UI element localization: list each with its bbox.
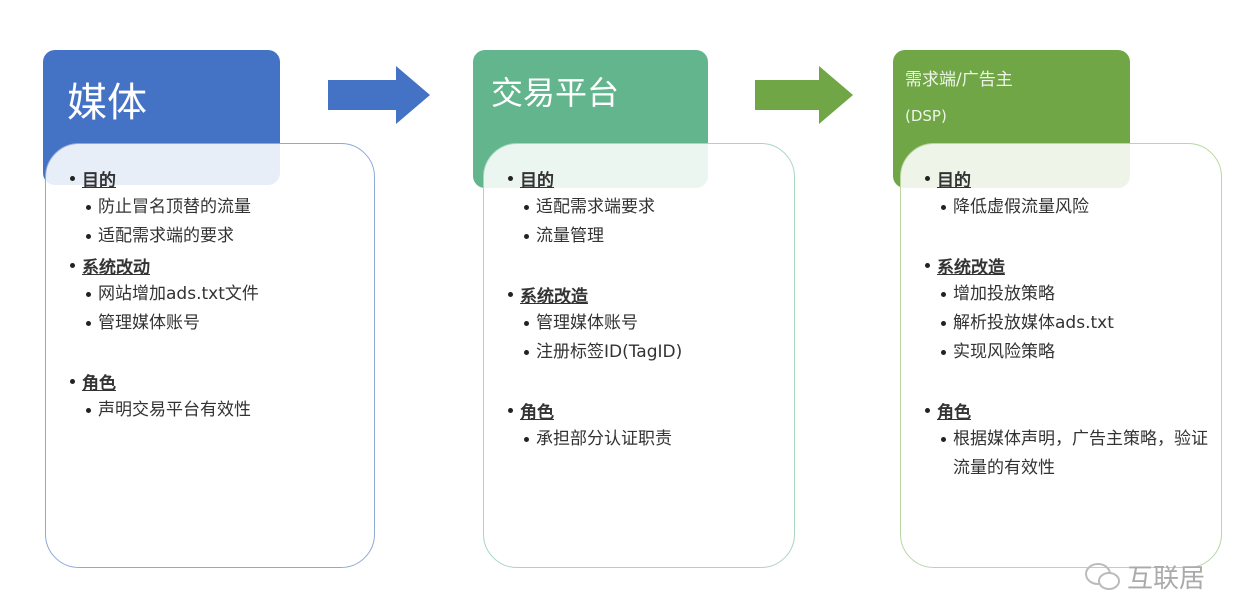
arrow-right-icon bbox=[755, 66, 853, 124]
list-item: 适配需求端的要求 bbox=[70, 222, 374, 251]
list-item: 承担部分认证职责 bbox=[508, 425, 794, 454]
list-item: 管理媒体账号 bbox=[508, 309, 794, 338]
section-heading: 角色 bbox=[937, 403, 971, 423]
section-heading: 目的 bbox=[520, 171, 554, 191]
list-item: 防止冒名顶替的流量 bbox=[70, 193, 374, 222]
list-item: 降低虚假流量风险 bbox=[925, 193, 1221, 222]
list-item: 注册标签ID(TagID) bbox=[508, 338, 794, 367]
media-title: 媒体 bbox=[67, 80, 147, 126]
list-item: 实现风险策略 bbox=[925, 338, 1221, 367]
arrow-right-icon bbox=[328, 66, 430, 124]
section-heading: 系统改造 bbox=[937, 258, 1005, 278]
exchange-title: 交易平台 bbox=[491, 74, 620, 112]
list-item: 管理媒体账号 bbox=[70, 309, 374, 338]
list-item: 增加投放策略 bbox=[925, 280, 1221, 309]
exchange-card: 目的 适配需求端要求 流量管理 系统改造 管理媒体账号 注册标签ID(TagID… bbox=[483, 143, 795, 568]
section-heading: 角色 bbox=[82, 374, 116, 394]
list-item: 网站增加ads.txt文件 bbox=[70, 280, 374, 309]
section-heading: 系统改动 bbox=[82, 258, 150, 278]
list-item: 声明交易平台有效性 bbox=[70, 396, 374, 425]
section-heading: 目的 bbox=[937, 171, 971, 191]
list-item: 根据媒体声明，广告主策略，验证流量的有效性 bbox=[925, 425, 1221, 483]
list-item: 流量管理 bbox=[508, 222, 794, 251]
dsp-title: 需求端/广告主 bbox=[905, 70, 1013, 90]
list-item: 适配需求端要求 bbox=[508, 193, 794, 222]
media-card: 目的 防止冒名顶替的流量 适配需求端的要求 系统改动 网站增加ads.txt文件… bbox=[45, 143, 375, 568]
watermark: 互联居 bbox=[1085, 558, 1205, 595]
wechat-icon bbox=[1085, 562, 1120, 590]
list-item: 解析投放媒体ads.txt bbox=[925, 309, 1221, 338]
section-heading: 系统改造 bbox=[520, 287, 588, 307]
section-heading: 角色 bbox=[520, 403, 554, 423]
dsp-card: 目的 降低虚假流量风险 系统改造 增加投放策略 解析投放媒体ads.txt 实现… bbox=[900, 143, 1222, 568]
section-heading: 目的 bbox=[82, 171, 116, 191]
dsp-subtitle: (DSP) bbox=[905, 107, 947, 125]
